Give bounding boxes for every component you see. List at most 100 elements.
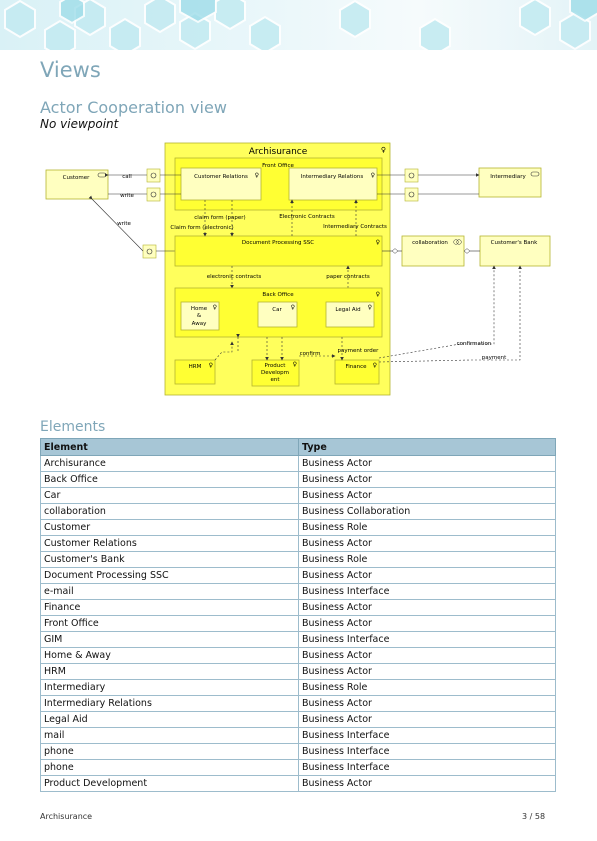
role-icon xyxy=(530,171,540,177)
write-label-2: write xyxy=(117,221,131,227)
electronic-contracts-label: Electronic Contracts xyxy=(279,214,335,220)
actor-icon: ♀ xyxy=(368,304,372,311)
hrm-box[interactable] xyxy=(174,359,216,385)
header-banner xyxy=(0,0,597,50)
home-away-box[interactable] xyxy=(180,301,220,331)
claim-paper-label: claim form (paper) xyxy=(194,215,245,221)
element-cell: Intermediary xyxy=(40,679,299,696)
actor-icon: ♀ xyxy=(209,362,213,369)
type-cell: Business Role xyxy=(298,551,556,568)
element-cell: e-mail xyxy=(40,583,299,600)
actor-icon: ♀ xyxy=(255,172,259,179)
actor-icon: ♀ xyxy=(376,291,380,298)
column-header-element: Element xyxy=(40,438,299,456)
interface-box[interactable] xyxy=(146,168,161,183)
intermediary-label: Intermediary xyxy=(490,174,526,180)
collaboration-icon xyxy=(456,239,462,245)
intermediary-box[interactable] xyxy=(478,167,542,198)
paper-contracts-label: paper contracts xyxy=(326,274,370,280)
archisurance-label: Archisurance xyxy=(249,147,308,157)
element-cell: Intermediary Relations xyxy=(40,695,299,712)
element-cell: Customer Relations xyxy=(40,535,299,552)
interface-box[interactable] xyxy=(404,187,419,202)
element-cell: Archisurance xyxy=(40,455,299,472)
front-office-label: Front Office xyxy=(262,163,294,169)
type-cell: Business Actor xyxy=(298,455,556,472)
payment-label: payment xyxy=(482,355,507,361)
document-processing-box[interactable] xyxy=(174,235,383,267)
confirmation-label: confirmation xyxy=(457,341,492,347)
customer-box[interactable] xyxy=(45,169,109,200)
type-cell: Business Actor xyxy=(298,599,556,616)
product-development-box[interactable] xyxy=(251,359,300,387)
home-away-label-2: & xyxy=(197,313,202,319)
document-processing-label: Document Processing SSC xyxy=(242,240,314,246)
customer-label: Customer xyxy=(63,175,90,181)
view-title: Actor Cooperation view xyxy=(40,98,227,117)
element-cell: Legal Aid xyxy=(40,711,299,728)
type-cell: Business Interface xyxy=(298,583,556,600)
footer-left: Archisurance xyxy=(40,812,93,821)
element-cell: Product Development xyxy=(40,775,299,792)
customers-bank-box[interactable] xyxy=(479,235,551,267)
column-header-type: Type xyxy=(298,438,556,456)
type-cell: Business Actor xyxy=(298,535,556,552)
finance-box[interactable] xyxy=(334,359,380,385)
element-cell: Back Office xyxy=(40,471,299,488)
claim-electronic-label: Claim form (electronic) xyxy=(170,225,233,231)
customer-relations-box[interactable] xyxy=(180,167,262,201)
legal-aid-label: Legal Aid xyxy=(335,307,360,313)
product-development-label-3: ent xyxy=(270,377,280,383)
type-cell: Business Actor xyxy=(298,487,556,504)
interface-box[interactable] xyxy=(404,168,419,183)
hexagon-pattern xyxy=(4,0,597,50)
interface-box[interactable] xyxy=(142,244,157,259)
actor-icon: ♀ xyxy=(371,172,375,179)
write-label-1: write xyxy=(120,193,134,199)
type-cell: Business Actor xyxy=(298,695,556,712)
collaboration-icon xyxy=(453,239,459,245)
electronic-contracts2-label: electronic contracts xyxy=(207,274,262,280)
element-cell: Front Office xyxy=(40,615,299,632)
confirm-label: confirm xyxy=(300,351,321,357)
type-cell: Business Actor xyxy=(298,647,556,664)
car-box[interactable] xyxy=(257,301,298,328)
intermediary-relations-box[interactable] xyxy=(288,167,378,201)
type-cell: Business Role xyxy=(298,679,556,696)
actor-icon: ♀ xyxy=(373,362,377,369)
actor-cooperation-diagram: Archisurance ♀ Front Office Customer Rel… xyxy=(45,142,551,396)
element-cell: HRM xyxy=(40,663,299,680)
type-cell: Business Actor xyxy=(298,775,556,792)
payment-order-label: payment order xyxy=(338,348,380,354)
intermediary-relations-label: Intermediary Relations xyxy=(301,174,364,180)
viewpoint-label: No viewpoint xyxy=(40,117,119,131)
finance-label: Finance xyxy=(345,364,367,370)
interface-box[interactable] xyxy=(146,187,161,202)
type-cell: Business Actor xyxy=(298,567,556,584)
interface-icon xyxy=(408,172,415,179)
legal-aid-box[interactable] xyxy=(325,301,375,328)
call-label: call xyxy=(122,174,132,180)
hrm-label: HRM xyxy=(189,364,202,370)
type-cell: Business Actor xyxy=(298,711,556,728)
element-cell: collaboration xyxy=(40,503,299,520)
type-cell: Business Actor xyxy=(298,471,556,488)
customer-relations-label: Customer Relations xyxy=(194,174,248,180)
element-cell: GIM xyxy=(40,631,299,648)
intermediary-contracts-label: Intermediary Contracts xyxy=(323,224,387,230)
